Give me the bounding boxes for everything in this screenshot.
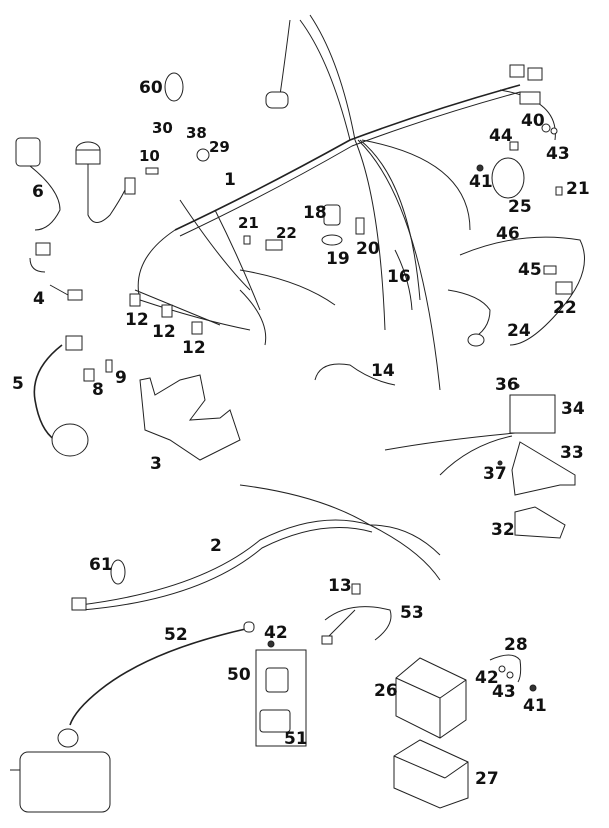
screw-41b — [529, 684, 537, 692]
callout-9: 9 — [115, 368, 127, 388]
cable-clamp-29 — [196, 148, 210, 162]
callout-32: 32 — [491, 520, 515, 540]
connector-plug-21a — [243, 235, 251, 245]
sensor-switch-16 — [394, 249, 413, 311]
nut-36 — [514, 383, 520, 389]
callout-29: 29 — [209, 138, 230, 156]
callout-42a: 42 — [264, 623, 288, 643]
battery-box-27 — [393, 739, 469, 809]
callout-3: 3 — [150, 454, 162, 474]
callout-28: 28 — [504, 635, 528, 655]
callout-1: 1 — [224, 170, 236, 190]
clip-45 — [543, 265, 557, 275]
callout-46: 46 — [496, 224, 520, 244]
cable-tie-61 — [110, 559, 126, 585]
fuse-cable-53 — [321, 583, 392, 645]
starter-relay-50 — [265, 667, 289, 693]
connector-cable-4 — [29, 242, 83, 301]
callout-5: 5 — [12, 374, 24, 394]
callout-13: 13 — [328, 576, 352, 596]
secondary-wiring-harness-2 — [71, 484, 441, 611]
callout-22b: 22 — [553, 298, 577, 318]
fuse-box-base — [134, 289, 221, 326]
callout-24: 24 — [507, 321, 531, 341]
wiring-harness-branch-46 — [459, 236, 585, 346]
callout-51: 51 — [284, 729, 308, 749]
callout-14: 14 — [371, 361, 395, 381]
battery-26 — [395, 657, 467, 739]
callout-2: 2 — [210, 536, 222, 556]
callout-12b: 12 — [152, 322, 176, 342]
speed-sensor-24 — [447, 289, 491, 341]
callout-50: 50 — [227, 665, 251, 685]
connector-plug-21b — [555, 186, 563, 196]
callout-4: 4 — [33, 289, 45, 309]
insulating-pad-32 — [514, 506, 566, 539]
callout-37: 37 — [483, 464, 507, 484]
callout-16: 16 — [387, 267, 411, 287]
callout-43b: 43 — [492, 682, 516, 702]
callout-53: 53 — [400, 603, 424, 623]
callout-38: 38 — [186, 124, 207, 142]
callout-41a: 41 — [469, 172, 493, 192]
main-wiring-harness — [137, 14, 556, 391]
callout-21b: 21 — [566, 179, 590, 199]
callout-18: 18 — [303, 203, 327, 223]
callout-52: 52 — [164, 625, 188, 645]
rubber-holder-19 — [321, 234, 343, 246]
callout-6: 6 — [32, 182, 44, 202]
bracket-clip-20 — [355, 217, 365, 235]
callout-30: 30 — [152, 119, 173, 137]
fuse-13 — [351, 583, 361, 595]
callout-60: 60 — [139, 78, 163, 98]
callout-10: 10 — [139, 147, 160, 165]
handlebar-switch-5 — [33, 335, 89, 457]
nut-42b — [498, 665, 506, 673]
voltage-regulator-34 — [384, 394, 556, 476]
terminal-tab-9 — [105, 359, 113, 373]
nut-42a — [267, 640, 275, 648]
fuse-12 — [129, 293, 203, 335]
callout-26: 26 — [374, 681, 398, 701]
callout-36: 36 — [495, 375, 519, 395]
callout-61: 61 — [89, 555, 113, 575]
callout-42b: 42 — [475, 668, 499, 688]
washer-43b — [506, 671, 514, 679]
starter-cable-52 — [57, 621, 255, 748]
electrical-mounting-bracket-3 — [139, 374, 241, 461]
callout-45: 45 — [518, 260, 542, 280]
callout-41b: 41 — [523, 696, 547, 716]
callout-20: 20 — [356, 239, 380, 259]
spark-plug-connector-10 — [145, 167, 159, 175]
connector-housing-22a — [265, 239, 283, 251]
callout-12c: 12 — [182, 338, 206, 358]
callout-27: 27 — [475, 769, 499, 789]
connector-housing-22b — [555, 281, 573, 295]
screw-37 — [497, 460, 503, 466]
starter-motor — [10, 751, 111, 813]
relay-holder-51 — [259, 709, 291, 733]
callout-8: 8 — [92, 380, 104, 400]
regulator-bracket-33 — [511, 441, 576, 496]
callout-33: 33 — [560, 443, 584, 463]
callout-44: 44 — [489, 126, 513, 146]
switch-with-cable-6 — [15, 137, 61, 231]
capacitor-18 — [323, 204, 341, 226]
callout-34: 34 — [561, 399, 585, 419]
callout-25: 25 — [508, 197, 532, 217]
cable-tie-60 — [164, 72, 184, 102]
ignition-pickup — [75, 141, 136, 223]
callout-22a: 22 — [276, 224, 297, 242]
ground-cable-28 — [489, 654, 522, 683]
sensor-cable-14 — [314, 363, 396, 386]
horn-25 — [476, 123, 558, 199]
callout-21a: 21 — [238, 214, 259, 232]
callout-40: 40 — [521, 111, 545, 131]
callout-12a: 12 — [125, 310, 149, 330]
relay-8 — [83, 368, 95, 382]
callout-19: 19 — [326, 249, 350, 269]
callout-43a: 43 — [546, 144, 570, 164]
